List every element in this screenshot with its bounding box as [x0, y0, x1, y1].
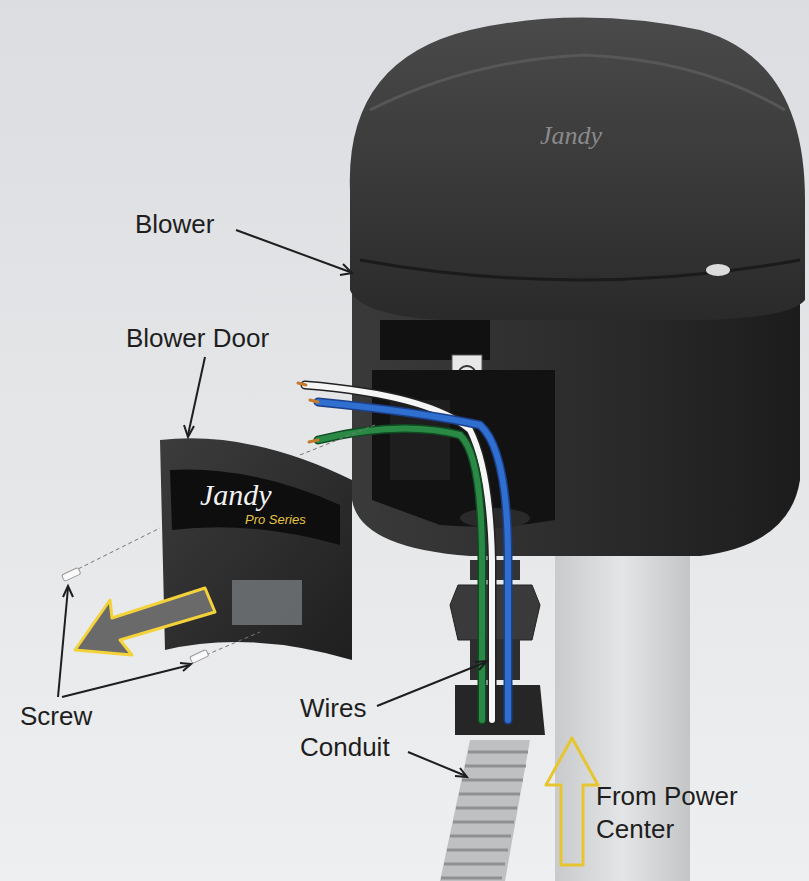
screw [190, 649, 209, 663]
conduit-coupling [455, 685, 545, 735]
screw-guide [206, 632, 260, 655]
screw-guide [300, 425, 375, 455]
brand-logo: Jandy [200, 476, 272, 514]
blower-door [160, 438, 352, 660]
part-label: Blower Door [126, 322, 269, 355]
warning-label [380, 320, 490, 360]
part-label: Screw [20, 700, 92, 733]
feed-arrow [546, 738, 598, 865]
cap-ridge [370, 55, 785, 110]
part-label: Conduit [300, 731, 390, 764]
screw-guide [72, 528, 160, 572]
door-sticker [232, 580, 302, 625]
removal-arrow [75, 588, 215, 655]
brand-logo: Jandy [540, 120, 602, 153]
part-label: Blower [135, 208, 214, 241]
blower-cap [350, 18, 805, 321]
conduit [440, 740, 530, 881]
door-opening [372, 370, 555, 527]
leader-lines [58, 230, 487, 777]
cap-seam [360, 260, 800, 280]
door-logo-band [170, 469, 340, 545]
screw [62, 567, 81, 581]
series-mark: Pro Series [245, 512, 306, 528]
wire-port [460, 508, 530, 528]
source-label: From Power Center [596, 780, 786, 845]
part-label: Wires [300, 692, 366, 725]
cap-bolt [706, 264, 730, 276]
